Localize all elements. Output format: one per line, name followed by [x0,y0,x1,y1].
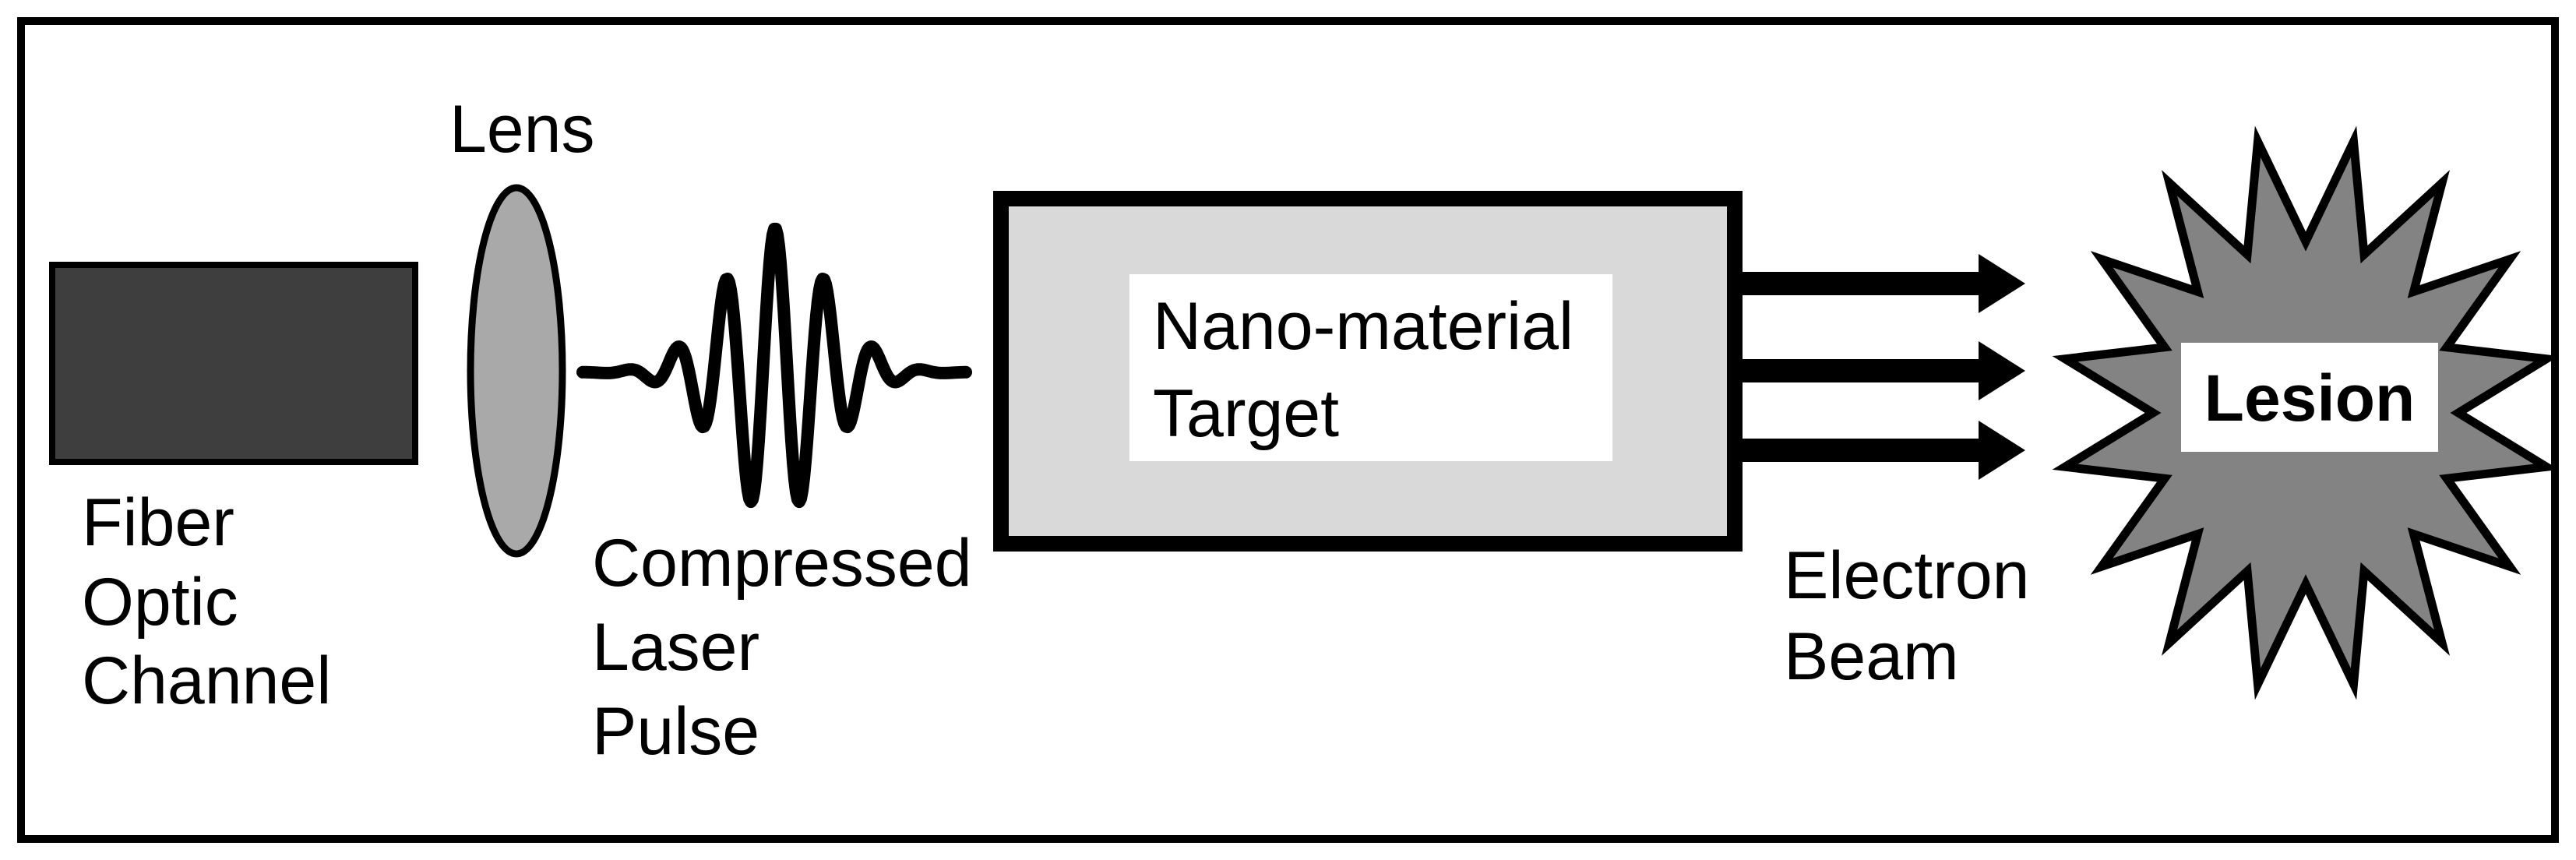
fiber-optic-channel-label-line1: Fiber [82,485,234,560]
lens-label: Lens [449,92,595,167]
lesion-label: Lesion [2204,361,2416,435]
electron-beam-label-line2: Beam [1784,619,1959,694]
electron-beam-label-line1: Electron [1784,538,2030,613]
fiber-optic-channel-label-line3: Channel [82,643,331,718]
electron-beam-arrow [1729,341,2025,400]
compressed-laser-pulse-label-line1: Compressed [592,526,972,601]
nano-material-target-label-line2: Target [1153,376,1339,451]
lesion-label-panel [2181,343,2438,452]
compressed-laser-pulse-label-line3: Pulse [592,694,759,769]
fiber-optic-channel-box [49,262,418,465]
nano-material-target-label-line1: Nano-material [1153,289,1573,364]
electron-beam-arrow [1729,421,2025,480]
nano-material-target-label-panel [1129,274,1612,461]
laser-pulse-wave-icon [576,222,972,509]
electron-beam-arrows [1729,254,2025,480]
compressed-laser-pulse-label-line2: Laser [592,610,759,685]
lens-ellipse-icon [467,184,566,558]
electron-beam-arrow [1729,254,2025,313]
fiber-optic-channel-label-line2: Optic [82,565,238,640]
